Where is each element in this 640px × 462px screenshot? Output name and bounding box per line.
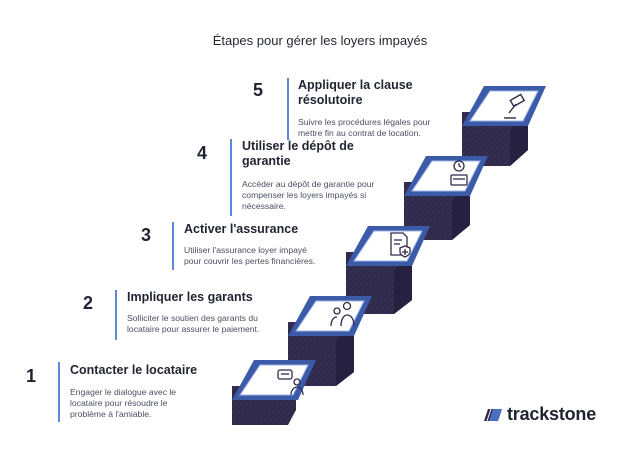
step-5-accent-bar <box>287 78 289 140</box>
step-1-title: Contacter le locataire <box>70 363 198 377</box>
brand-name: trackstone <box>507 404 597 424</box>
step-2-title: Impliquer les garants <box>127 290 253 304</box>
step-4-description: Accéder au dépôt de garantie pour compen… <box>242 179 375 212</box>
step-3-description: Utiliser l'assurance loyer impayé pour c… <box>184 245 316 267</box>
step-4-accent-bar <box>230 139 232 216</box>
chat-person-icon <box>277 369 304 396</box>
page-title: Étapes pour gérer les loyers impayés <box>212 33 428 48</box>
step-2-number: 2 <box>83 293 94 313</box>
people-support-icon <box>330 301 355 327</box>
stair-wall-34 <box>452 182 470 240</box>
step-3-number: 3 <box>141 225 152 245</box>
step-3-accent-bar <box>172 222 174 270</box>
step-5-number: 5 <box>253 80 264 100</box>
step-2-accent-bar <box>115 290 117 340</box>
stair-tread-2 <box>288 296 372 336</box>
step-1-accent-bar <box>58 362 60 422</box>
step-4-number: 4 <box>197 143 208 163</box>
stair-tread-3 <box>346 226 430 266</box>
step-5-title: Appliquer la clause résolutoire <box>298 78 413 107</box>
stair-tread-1 <box>232 360 316 400</box>
step-4-title: Utiliser le dépôt de garantie <box>242 139 354 168</box>
stair-tread-4 <box>404 156 488 196</box>
trackstone-logo-icon <box>484 408 502 421</box>
stair-wall-23 <box>394 252 412 314</box>
insurance-document-icon <box>390 232 411 258</box>
stair-tread-5 <box>462 86 546 126</box>
deposit-clock-icon <box>450 160 468 186</box>
step-3-title: Activer l'assurance <box>184 222 299 236</box>
step-5-description: Suivre les procédures légales pour mettr… <box>298 117 431 139</box>
gavel-icon <box>504 93 526 119</box>
step-1-number: 1 <box>26 366 37 386</box>
step-2-description: Solliciter le soutien des garants du loc… <box>127 313 260 335</box>
step-1-description: Engager le dialogue avec le locataire po… <box>70 387 177 420</box>
brand-logo: trackstone <box>484 404 596 425</box>
stair-wall-12 <box>336 322 354 386</box>
